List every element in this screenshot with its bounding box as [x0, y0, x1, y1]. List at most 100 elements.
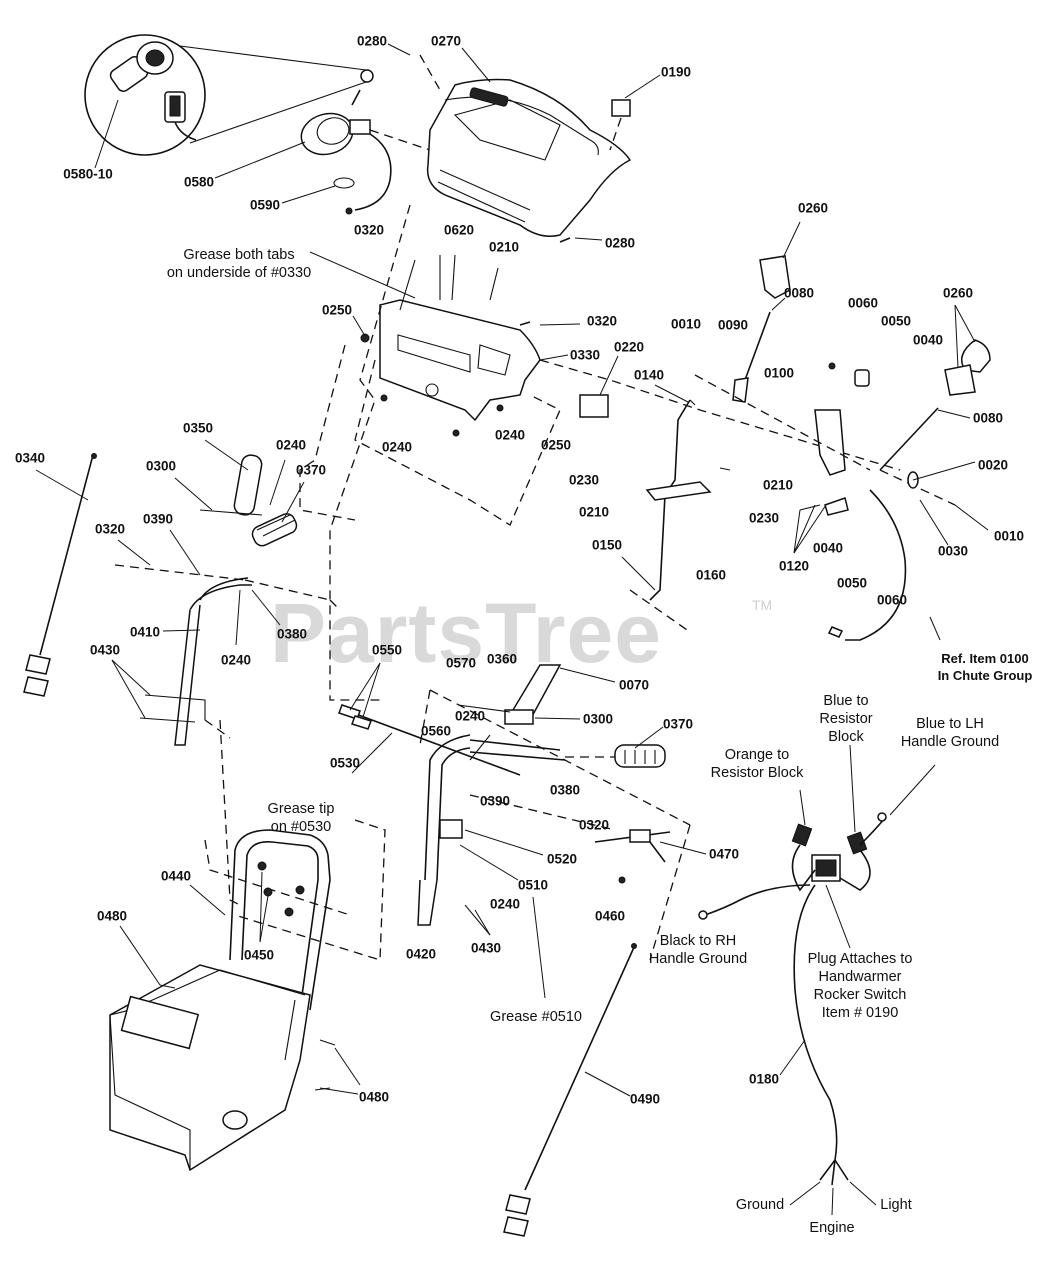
part-label-0150: 0150 — [591, 537, 623, 553]
part-label-0420: 0420 — [405, 946, 437, 962]
part-label-0550: 0550 — [371, 642, 403, 658]
part-label-0260: 0260 — [797, 200, 829, 216]
part-label-0490: 0490 — [629, 1091, 661, 1107]
part-label-0560: 0560 — [420, 723, 452, 739]
note-grease-0510: Grease #0510 — [490, 1009, 582, 1025]
part-label-0090: 0090 — [717, 317, 749, 333]
part-label-0620: 0620 — [443, 222, 475, 238]
part-label-0350: 0350 — [182, 420, 214, 436]
note-grease-tabs: Grease both tabs on underside of #0330 — [166, 247, 312, 281]
switch-0470 — [594, 829, 671, 884]
part-label-0510: 0510 — [517, 877, 549, 893]
part-label-0070: 0070 — [618, 677, 650, 693]
part-label-0260: 0260 — [942, 285, 974, 301]
part-label-0160: 0160 — [695, 567, 727, 583]
note-ground: Ground — [735, 1197, 785, 1213]
note-light: Light — [880, 1197, 912, 1213]
part-label-0240: 0240 — [381, 439, 413, 455]
part-label-0050: 0050 — [880, 313, 912, 329]
cable-0490 — [503, 943, 637, 1237]
part-label-0390: 0390 — [479, 793, 511, 809]
partstree-watermark: PartsTree — [270, 586, 662, 680]
part-label-0320: 0320 — [578, 817, 610, 833]
wiring-harness — [698, 812, 887, 1186]
part-label-0370: 0370 — [295, 462, 327, 478]
part-label-0390: 0390 — [142, 511, 174, 527]
chute-controls — [694, 255, 991, 641]
part-label-0530: 0530 — [329, 755, 361, 771]
part-label-0050: 0050 — [836, 575, 868, 591]
part-label-0320: 0320 — [94, 521, 126, 537]
part-label-0340: 0340 — [14, 450, 46, 466]
left-handle — [114, 454, 331, 746]
dash-guide-2 — [299, 344, 356, 521]
note-orange-resistor: Orange to Resistor Block — [710, 747, 804, 781]
part-label-0210: 0210 — [488, 239, 520, 255]
note-engine: Engine — [809, 1220, 855, 1236]
part-label-0080: 0080 — [783, 285, 815, 301]
part-label-0430: 0430 — [89, 642, 121, 658]
note-plug-attaches: Plug Attaches to Handwarmer Rocker Switc… — [807, 951, 913, 1021]
chute-rods — [629, 399, 731, 633]
part-label-0020: 0020 — [977, 457, 1009, 473]
part-label-0240: 0240 — [489, 896, 521, 912]
part-label-0030: 0030 — [937, 543, 969, 559]
part-label-0220: 0220 — [613, 339, 645, 355]
part-label-0240: 0240 — [494, 427, 526, 443]
part-label-0210: 0210 — [762, 477, 794, 493]
part-label-0590: 0590 — [249, 197, 281, 213]
part-label-0230: 0230 — [568, 472, 600, 488]
note-grease-tip: Grease tip on #0530 — [267, 801, 335, 835]
part-label-0360: 0360 — [486, 651, 518, 667]
part-label-0210: 0210 — [578, 504, 610, 520]
part-label-0470: 0470 — [708, 846, 740, 862]
part-label-0040: 0040 — [912, 332, 944, 348]
dash-guide-1 — [329, 204, 411, 701]
part-label-0300: 0300 — [145, 458, 177, 474]
part-label-0280: 0280 — [604, 235, 636, 251]
part-label-0430: 0430 — [470, 940, 502, 956]
part-label-0520: 0520 — [546, 851, 578, 867]
part-label-0440: 0440 — [160, 868, 192, 884]
dash-guide-3 — [354, 359, 561, 526]
part-label-0010: 0010 — [670, 316, 702, 332]
part-label-0060: 0060 — [876, 592, 908, 608]
right-handle — [338, 664, 691, 961]
part-label-0280: 0280 — [356, 33, 388, 49]
part-label-0580-10: 0580-10 — [63, 166, 113, 182]
note-black-rh: Black to RH Handle Ground — [648, 933, 748, 967]
part-label-0320: 0320 — [586, 313, 618, 329]
part-label-0570: 0570 — [445, 655, 477, 671]
part-label-0370: 0370 — [662, 716, 694, 732]
note-blue-lh: Blue to LH Handle Ground — [900, 716, 1000, 750]
part-label-0410: 0410 — [129, 624, 161, 640]
part-label-0240: 0240 — [275, 437, 307, 453]
base-frame — [109, 829, 336, 1172]
part-label-0480: 0480 — [96, 908, 128, 924]
part-label-0250: 0250 — [321, 302, 353, 318]
headlight — [300, 69, 431, 215]
part-label-0060: 0060 — [847, 295, 879, 311]
part-label-0380: 0380 — [276, 626, 308, 642]
note-blue-resistor: Blue to Resistor Block — [819, 693, 873, 745]
part-label-0240: 0240 — [220, 652, 252, 668]
part-label-0330: 0330 — [569, 347, 601, 363]
part-label-0040: 0040 — [812, 540, 844, 556]
dash-cover — [419, 54, 632, 243]
part-label-0230: 0230 — [748, 510, 780, 526]
part-label-0380: 0380 — [549, 782, 581, 798]
part-label-0300: 0300 — [582, 711, 614, 727]
part-label-0250: 0250 — [540, 437, 572, 453]
part-label-0580: 0580 — [183, 174, 215, 190]
dash-guide-4 — [539, 359, 901, 471]
part-label-0140: 0140 — [633, 367, 665, 383]
cable-0340 — [23, 453, 97, 697]
part-label-0100: 0100 — [763, 365, 795, 381]
part-label-0190: 0190 — [660, 64, 692, 80]
part-label-0270: 0270 — [430, 33, 462, 49]
part-label-0010: 0010 — [993, 528, 1025, 544]
part-label-0450: 0450 — [243, 947, 275, 963]
note-ref-0100: Ref. Item 0100 In Chute Group — [937, 651, 1033, 683]
